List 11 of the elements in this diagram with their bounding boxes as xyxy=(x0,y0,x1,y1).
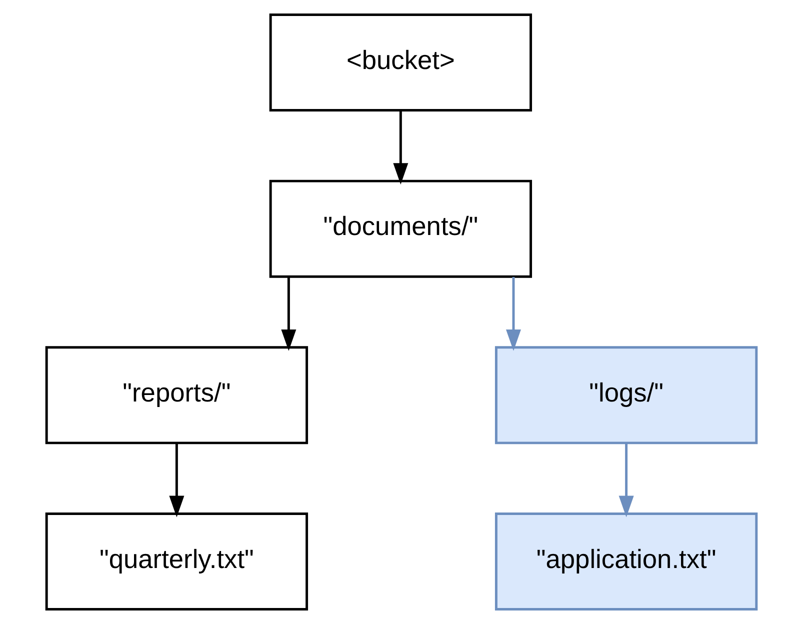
arrow xyxy=(168,443,184,518)
node-box: "application.txt" xyxy=(494,512,758,610)
arrow xyxy=(505,276,520,351)
arrow xyxy=(392,110,408,185)
node-box: "quarterly.txt" xyxy=(44,512,308,610)
node-box: "reports/" xyxy=(44,346,308,444)
node-box: <bucket> xyxy=(268,14,532,112)
arrow xyxy=(280,276,296,351)
node-box: "documents/" xyxy=(268,180,532,278)
node-box: "logs/" xyxy=(494,346,758,444)
arrow xyxy=(618,443,634,518)
